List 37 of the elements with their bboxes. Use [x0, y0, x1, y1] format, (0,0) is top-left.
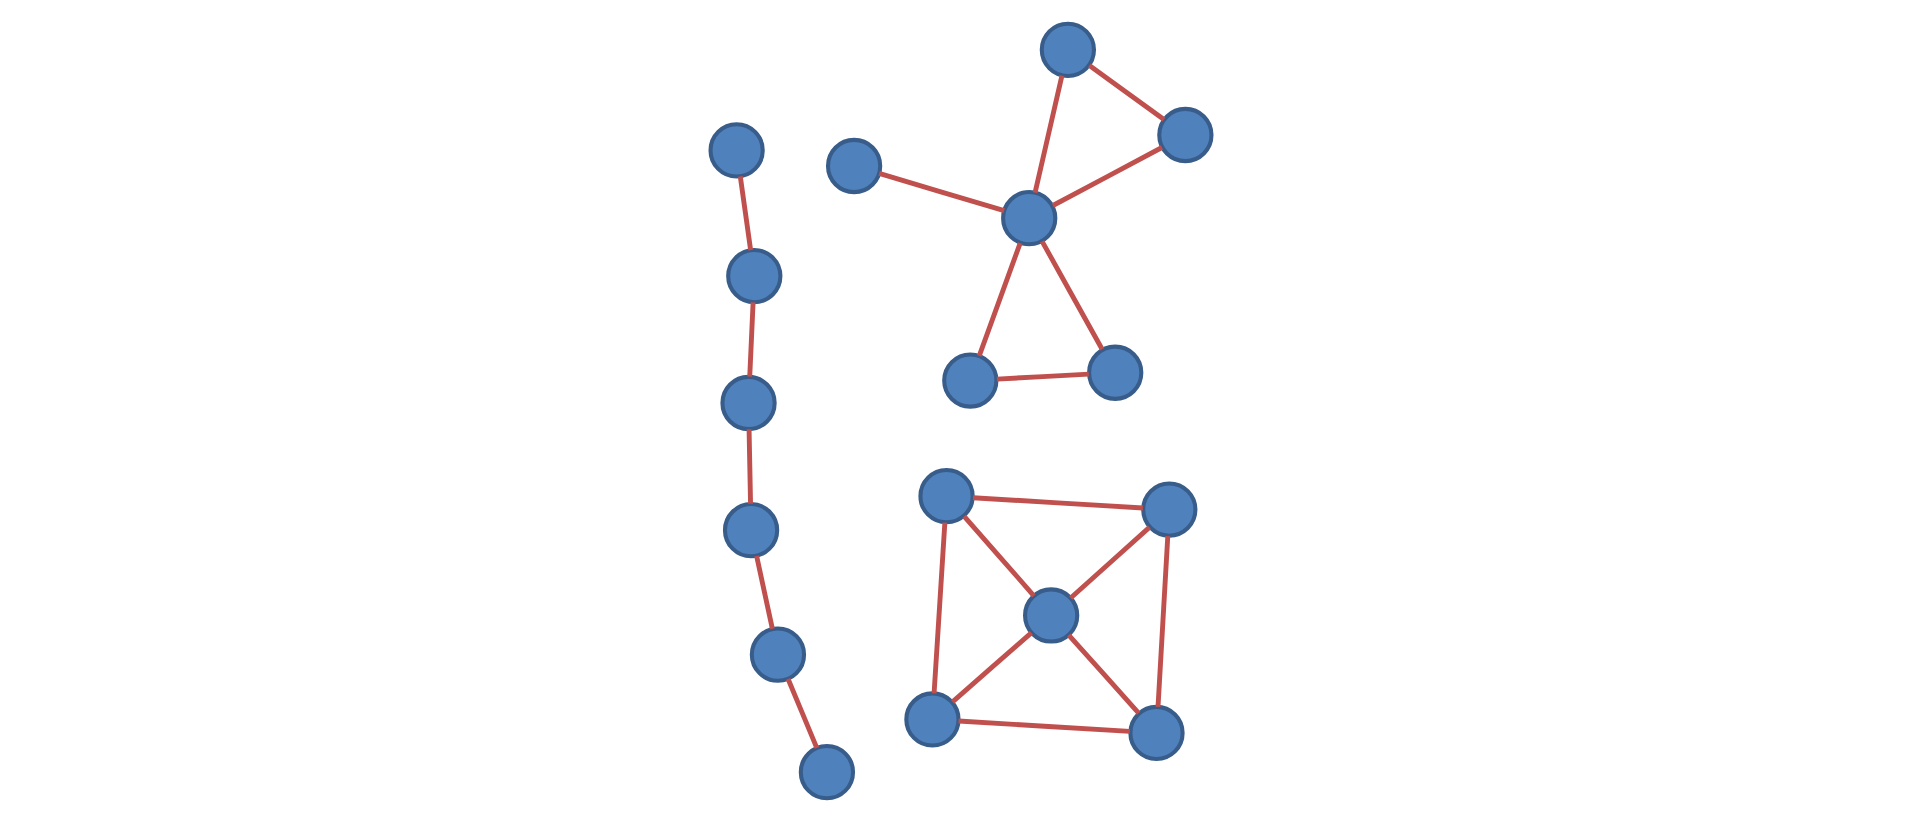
connector: [1039, 240, 1105, 351]
connector: [1069, 525, 1151, 600]
node-circle: [904, 691, 961, 748]
connector: [1032, 75, 1065, 194]
connector: [996, 371, 1089, 382]
connector: [737, 176, 754, 251]
node-circle: [708, 122, 765, 179]
node-circle: [825, 137, 883, 195]
connector: [878, 171, 1005, 214]
node-circle: [726, 247, 783, 305]
connector: [962, 514, 1036, 598]
node-circle: [1039, 21, 1096, 78]
connector: [1066, 633, 1141, 715]
connector: [931, 522, 948, 694]
node-circle: [1001, 190, 1058, 247]
connector: [785, 678, 820, 749]
connector: [1088, 63, 1166, 122]
node-circle: [798, 744, 856, 801]
node-circle: [1087, 344, 1144, 401]
connector: [746, 429, 753, 504]
node-circle: [1023, 587, 1080, 644]
connector: [976, 242, 1023, 357]
node-circle: [720, 374, 777, 432]
connector: [1155, 536, 1171, 708]
node-circle: [1128, 704, 1185, 762]
node-circle: [1141, 481, 1198, 538]
node-circle: [722, 502, 780, 559]
connector: [754, 555, 775, 630]
connector: [747, 302, 756, 377]
node-circle: [918, 468, 975, 525]
node-circle: [942, 352, 999, 409]
connector: [972, 495, 1144, 511]
connector: [958, 718, 1130, 734]
connector: [1051, 145, 1164, 208]
node-circle: [749, 626, 807, 683]
connector: [950, 631, 1033, 704]
node-circle: [1157, 106, 1214, 164]
